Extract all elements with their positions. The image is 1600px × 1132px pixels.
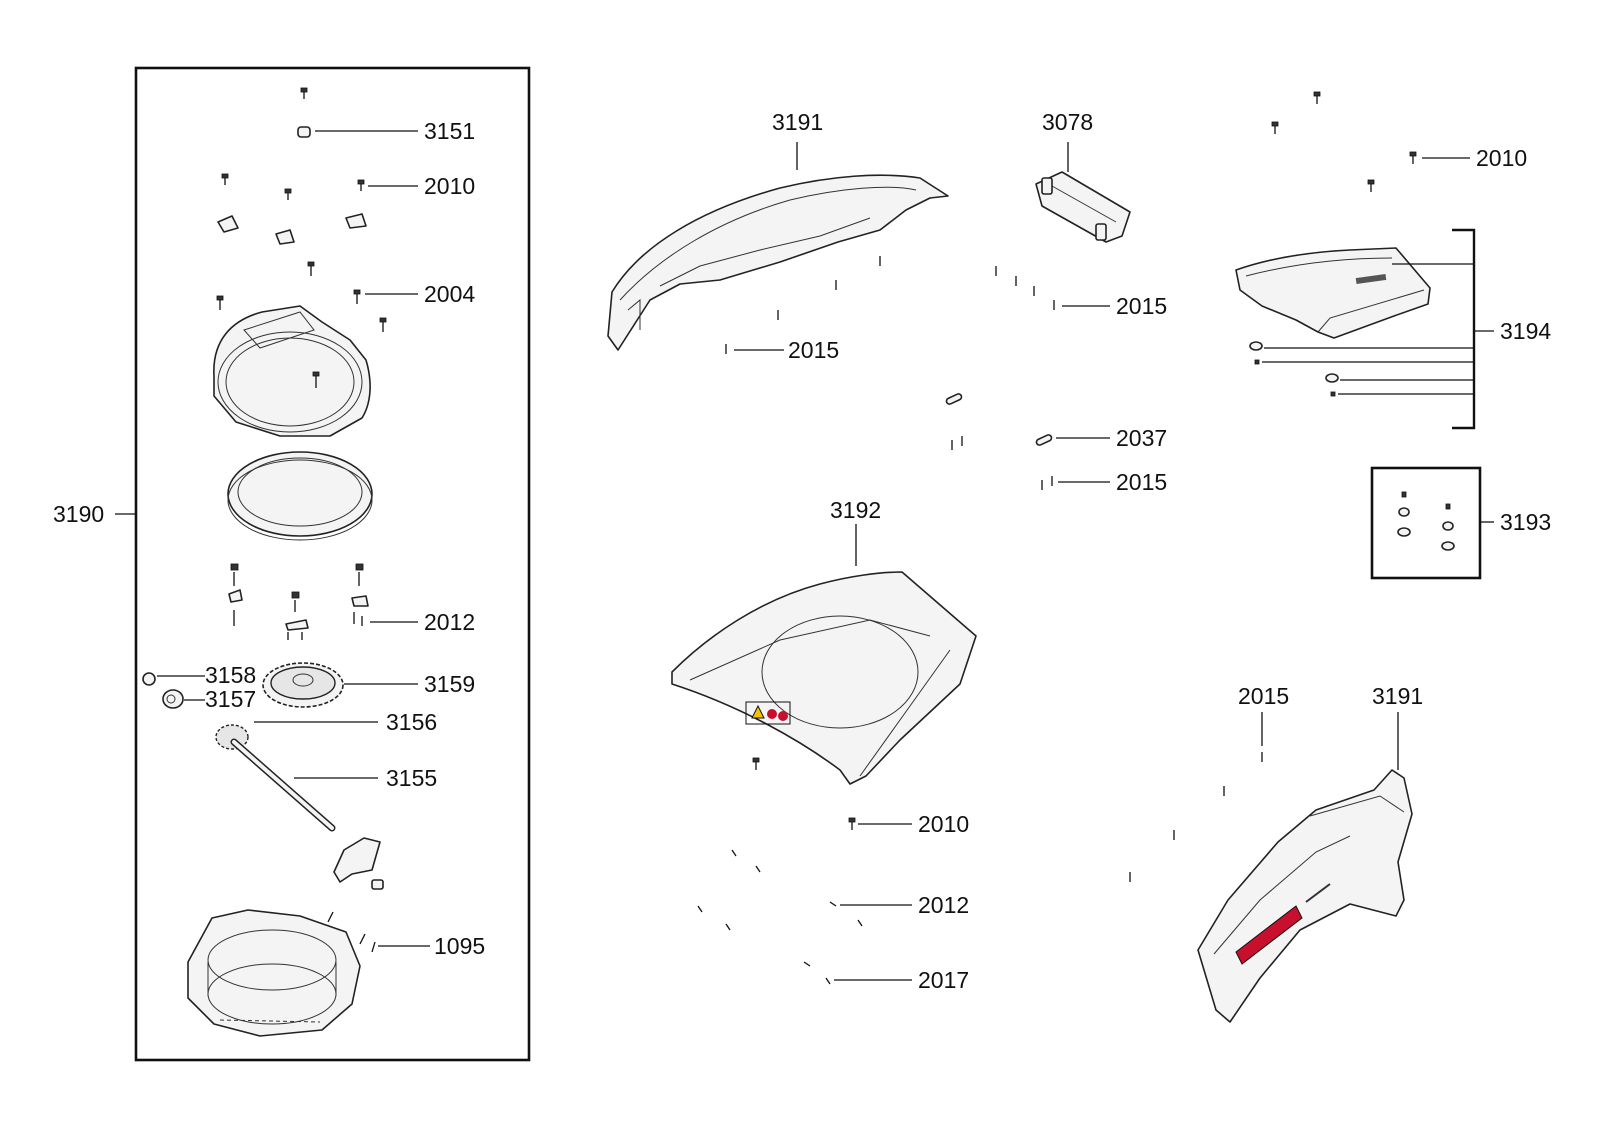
label-2010: 2010	[424, 173, 475, 199]
label-2015-d: 2015	[1238, 683, 1289, 709]
warning-triangle-icon	[751, 704, 765, 719]
assembly-box-3190	[134, 66, 531, 1062]
screw	[221, 173, 229, 185]
screw	[357, 179, 365, 191]
label-2004: 2004	[424, 281, 475, 307]
gear-3159	[262, 662, 344, 708]
latch-3078	[1035, 171, 1131, 243]
bracket-piece	[333, 837, 381, 883]
screw-group-2015-low	[951, 436, 1053, 490]
label-3156: 3156	[386, 709, 437, 735]
screw-group-2015-d	[1129, 752, 1263, 882]
kit-box-3193	[1370, 466, 1482, 580]
screw-group-2015-mid	[995, 266, 1055, 310]
pin-group-2037	[945, 393, 1053, 446]
nut-3158	[142, 672, 156, 686]
screw	[284, 188, 292, 200]
assembly-3190: 3190 3151 2010 2004	[53, 66, 531, 1062]
clip	[345, 213, 367, 229]
label-3158: 3158	[205, 662, 256, 688]
label-3155: 3155	[386, 765, 437, 791]
bracket-3194	[1452, 228, 1476, 430]
spacer-3151	[297, 126, 311, 138]
warning-label	[745, 701, 791, 725]
lower-housing	[187, 909, 361, 1037]
label-2015-b: 2015	[1116, 293, 1167, 319]
label-2015-a: 2015	[788, 337, 839, 363]
label-2010-b: 2010	[918, 811, 969, 837]
screw	[307, 261, 315, 276]
screw	[848, 817, 856, 830]
label-2017: 2017	[918, 967, 969, 993]
clip	[275, 229, 295, 245]
screw	[752, 757, 760, 770]
label-3151: 3151	[424, 118, 475, 144]
label-2015-c: 2015	[1116, 469, 1167, 495]
screw-group-2010-c	[1271, 91, 1417, 192]
brand-logo	[1235, 883, 1331, 965]
label-1095: 1095	[434, 933, 485, 959]
label-3159: 3159	[424, 671, 475, 697]
label-3191-side: 3191	[1372, 683, 1423, 709]
label-3194: 3194	[1500, 318, 1551, 344]
label-2012: 2012	[424, 609, 475, 635]
washer-group-3194	[1249, 341, 1339, 397]
fastener-group-2012	[228, 563, 369, 640]
label-3190: 3190	[53, 501, 104, 527]
label-2010-c: 2010	[1476, 145, 1527, 171]
label-3157: 3157	[205, 686, 256, 712]
label-3192: 3192	[830, 497, 881, 523]
screw	[379, 317, 387, 332]
fastener-group-2017	[803, 961, 831, 985]
screw-group-2015-top	[725, 256, 881, 354]
label-3078: 3078	[1042, 109, 1093, 135]
nut	[371, 879, 384, 890]
cover-3191-top	[607, 174, 949, 351]
screw	[312, 371, 320, 388]
ring-gear	[227, 451, 373, 541]
screw	[216, 295, 224, 310]
screw	[353, 289, 361, 304]
shaft-3155	[230, 738, 336, 832]
label-3191-top: 3191	[772, 109, 823, 135]
lid-3194	[1235, 247, 1431, 339]
clip	[217, 215, 239, 233]
label-3193: 3193	[1500, 509, 1551, 535]
screw	[300, 87, 308, 99]
cover-3191-side	[1197, 769, 1413, 1023]
upper-housing	[213, 305, 371, 437]
tray-3192	[671, 571, 977, 785]
bearing-3157	[162, 689, 184, 709]
label-2037: 2037	[1116, 425, 1167, 451]
bevel-gear-3156	[215, 724, 249, 750]
kit-3193: 3193	[1370, 466, 1551, 580]
label-2012-b: 2012	[918, 892, 969, 918]
fastener-group-2012-b	[697, 849, 863, 931]
